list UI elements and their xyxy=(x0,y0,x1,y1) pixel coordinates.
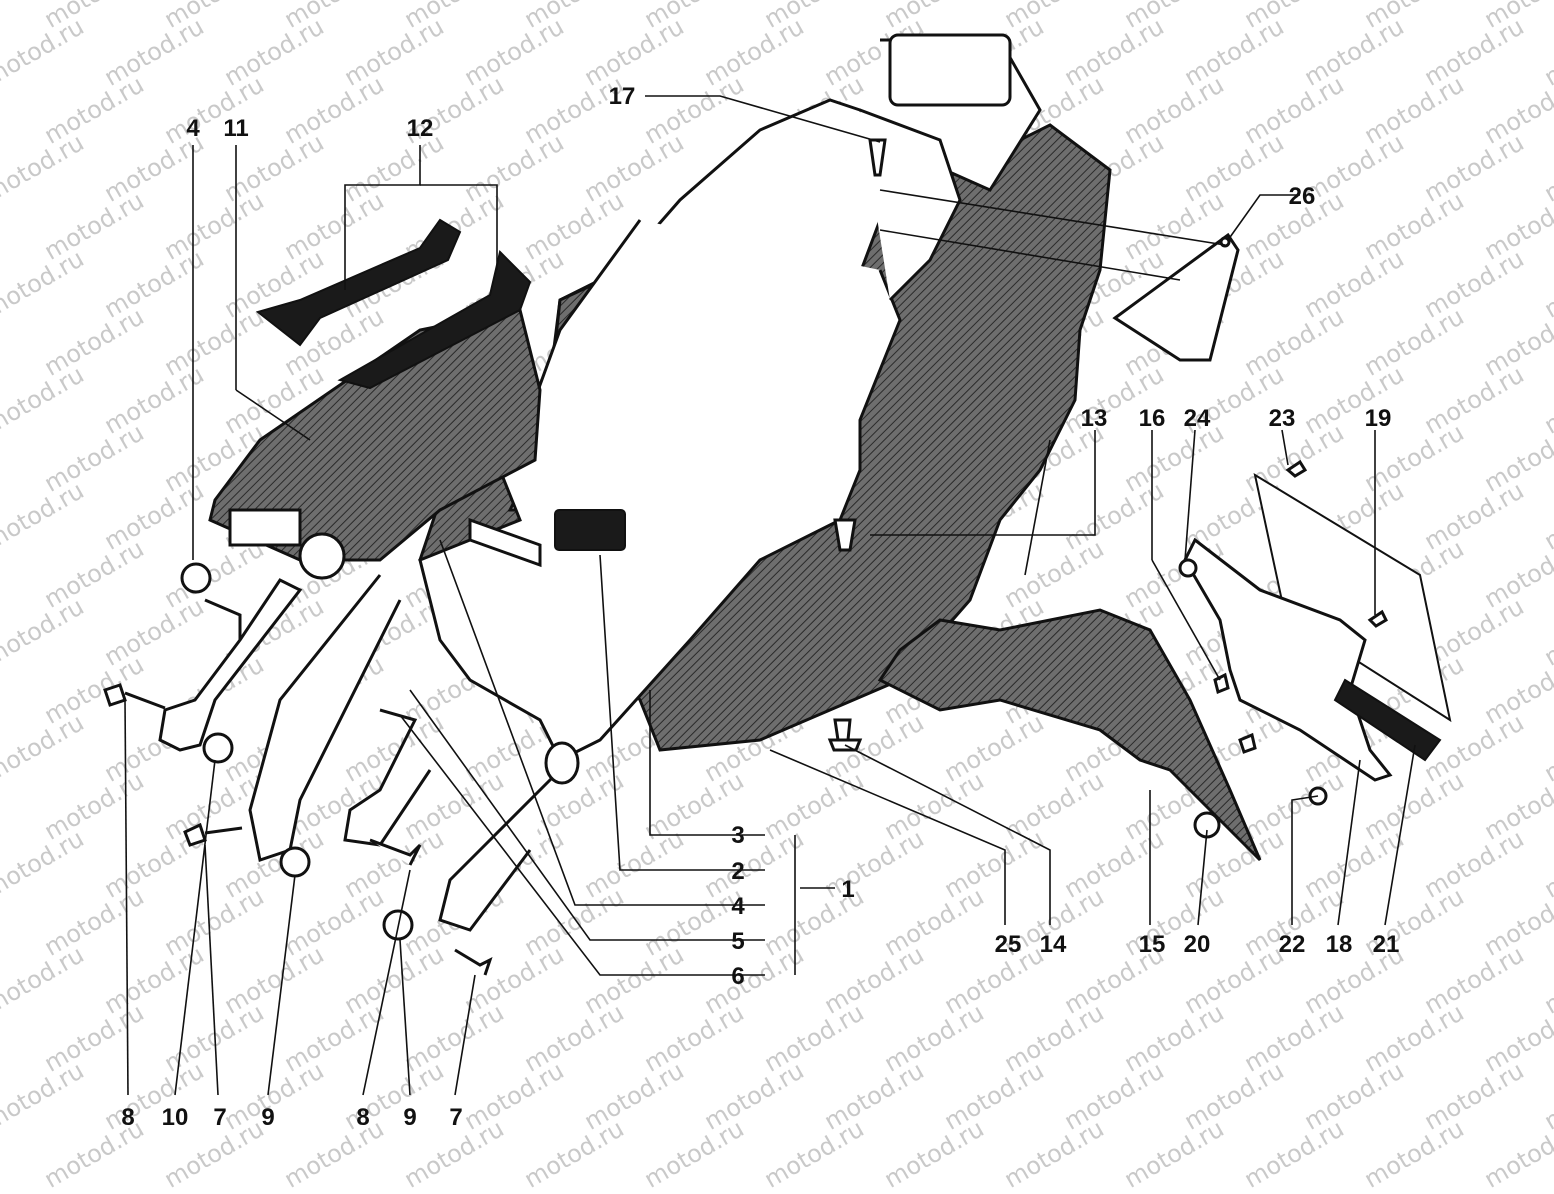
rear-hugger xyxy=(877,608,1262,862)
label-3: 3 xyxy=(731,822,744,849)
label-2: 2 xyxy=(731,858,744,885)
label-7-right: 7 xyxy=(449,1104,462,1131)
battery-box-pivot xyxy=(298,532,346,580)
label-10: 10 xyxy=(162,1104,189,1131)
label-1: 1 xyxy=(841,876,854,903)
label-4-mid: 4 xyxy=(731,893,745,920)
battery-box xyxy=(208,308,542,562)
label-22: 22 xyxy=(1279,931,1306,958)
label-15: 15 xyxy=(1139,931,1166,958)
strut-arm-left xyxy=(248,574,402,862)
exploded-view-drawing: 17 4 11 12 26 13 16 24 23 19 3 2 1 4 5 6… xyxy=(103,33,1452,1131)
bolts xyxy=(103,138,1388,976)
leader-lines xyxy=(124,95,1416,1096)
label-26: 26 xyxy=(1289,183,1316,210)
battery-strap xyxy=(255,218,462,347)
label-8-right: 8 xyxy=(356,1104,369,1131)
label-20: 20 xyxy=(1184,931,1211,958)
reflector xyxy=(1333,678,1442,762)
strut-right-lower xyxy=(438,768,562,932)
subframe-slot xyxy=(468,517,542,568)
license-plate xyxy=(1253,472,1452,723)
label-12: 12 xyxy=(407,115,434,142)
subframe-rear-bracket xyxy=(888,33,1012,107)
subframe-rail-right xyxy=(859,108,962,302)
label-25: 25 xyxy=(995,931,1022,958)
label-9-left: 9 xyxy=(261,1104,274,1131)
callout-labels: 17 4 11 12 26 13 16 24 23 19 3 2 1 4 5 6… xyxy=(121,83,1399,1131)
label-14: 14 xyxy=(1040,931,1067,958)
plate-holder xyxy=(1183,537,1393,782)
strut-right-upper xyxy=(343,708,432,847)
label-16: 16 xyxy=(1139,405,1166,432)
nuts-and-spacers xyxy=(180,558,1328,941)
battery-strap-hook xyxy=(337,250,532,390)
label-7-left: 7 xyxy=(213,1104,226,1131)
label-24: 24 xyxy=(1184,405,1211,432)
battery-box-front-tube xyxy=(228,508,302,547)
label-8-left: 8 xyxy=(121,1104,134,1131)
label-5: 5 xyxy=(731,928,744,955)
label-13: 13 xyxy=(1081,405,1108,432)
label-21: 21 xyxy=(1373,931,1400,958)
label-6: 6 xyxy=(731,963,744,990)
label-18: 18 xyxy=(1326,931,1353,958)
label-17: 17 xyxy=(609,83,636,110)
label-23: 23 xyxy=(1269,405,1296,432)
washer-hole xyxy=(544,741,580,785)
label-4-top: 4 xyxy=(186,115,200,142)
label-9-right: 9 xyxy=(403,1104,416,1131)
label-11: 11 xyxy=(223,115,248,142)
strut-left xyxy=(158,578,303,752)
cover-plate xyxy=(1112,232,1240,362)
subframe-grille xyxy=(554,509,626,551)
label-19: 19 xyxy=(1365,405,1392,432)
